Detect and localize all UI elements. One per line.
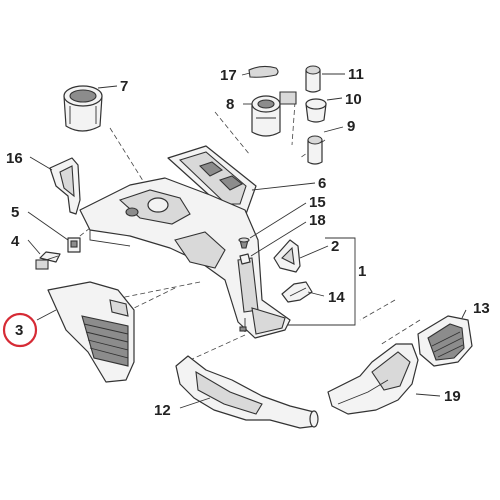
label-18[interactable]: 18 — [309, 212, 326, 229]
label-2[interactable]: 2 — [331, 238, 339, 255]
label-4[interactable]: 4 — [11, 233, 20, 250]
leader-5 — [27, 211, 69, 241]
leader-3 — [36, 309, 57, 321]
leader-16 — [29, 156, 53, 171]
part-3-side-panel — [47, 281, 135, 383]
part-1-console — [79, 177, 291, 339]
label-7[interactable]: 7 — [120, 78, 128, 95]
leader-6 — [251, 182, 316, 191]
label-17[interactable]: 17 — [220, 67, 237, 84]
part-9-lighter — [307, 135, 323, 165]
leader-1 — [288, 237, 356, 326]
label-10[interactable]: 10 — [345, 91, 362, 108]
leader-14 — [307, 291, 325, 297]
label-3[interactable]: 3 — [15, 322, 23, 339]
leader-19 — [415, 393, 441, 397]
part-12-duct — [175, 355, 319, 429]
part-4-screw — [35, 251, 61, 270]
part-5-clip — [67, 237, 81, 253]
leader-18 — [250, 221, 307, 257]
reference-lines — [74, 101, 421, 361]
label-16[interactable]: 16 — [6, 150, 23, 167]
part-7-cup-holder — [63, 85, 103, 132]
part-13-grille — [417, 315, 473, 367]
part-11-plug — [305, 65, 321, 93]
callout-labels: 1 2 3 4 5 6 7 8 9 10 11 12 13 14 15 16 1… — [6, 66, 490, 419]
part-17-clip-cover — [248, 65, 279, 78]
part-8-socket — [251, 91, 297, 137]
label-19[interactable]: 19 — [444, 388, 461, 405]
leader-12 — [179, 397, 211, 409]
label-15[interactable]: 15 — [309, 194, 326, 211]
label-14[interactable]: 14 — [328, 289, 345, 306]
leader-13 — [461, 309, 467, 319]
label-13[interactable]: 13 — [473, 300, 490, 317]
label-11[interactable]: 11 — [348, 66, 364, 83]
part-18-clip — [239, 253, 251, 265]
label-5[interactable]: 5 — [11, 204, 19, 221]
label-8[interactable]: 8 — [226, 96, 234, 113]
label-1[interactable]: 1 — [358, 263, 366, 280]
leader-2 — [299, 245, 329, 259]
label-9[interactable]: 9 — [347, 118, 355, 135]
leader-15 — [249, 202, 307, 239]
label-6[interactable]: 6 — [318, 175, 326, 192]
leader-7 — [97, 85, 118, 89]
highlight-ring — [2, 312, 38, 348]
leader-4 — [27, 239, 41, 255]
label-12[interactable]: 12 — [154, 402, 171, 419]
part-2-cover — [273, 239, 301, 273]
leader-9 — [323, 126, 344, 133]
part-16-bracket — [49, 157, 81, 215]
part-10-ring — [305, 98, 327, 123]
part-14-trim — [281, 281, 313, 303]
part-19-side-trim — [327, 343, 419, 415]
part-15-screw — [238, 237, 250, 249]
leader-17 — [241, 72, 251, 76]
leader-10 — [326, 97, 343, 101]
